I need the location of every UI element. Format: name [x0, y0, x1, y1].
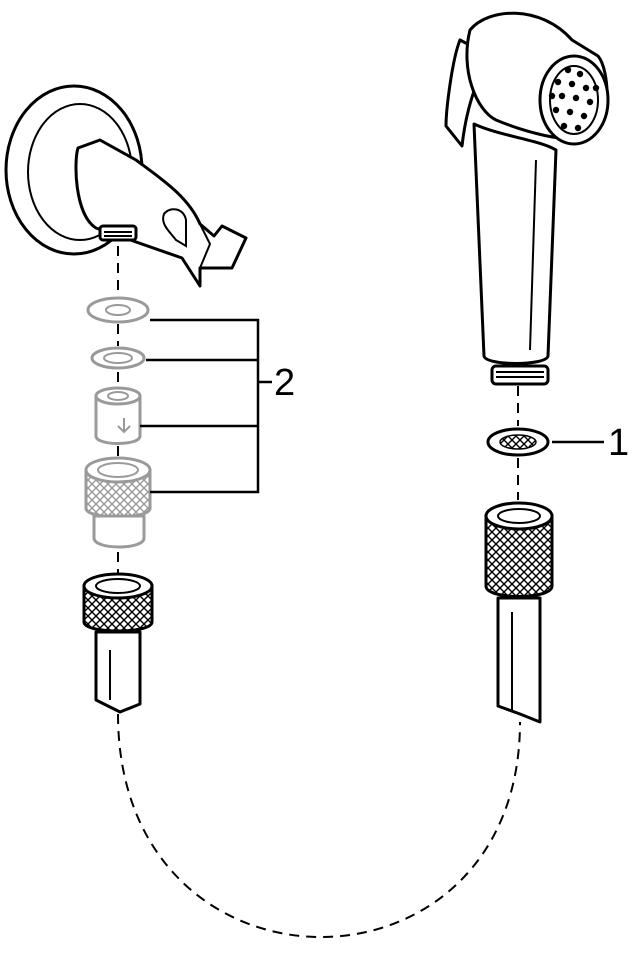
hand-shower-icon: [444, 11, 610, 386]
spray-nozzle-holes: [548, 66, 600, 132]
hose-loop-dashed: [117, 713, 521, 938]
shower-hose-icon: [484, 501, 554, 724]
callout-label-1: 1: [608, 422, 630, 464]
knurled-nut-icon: [84, 456, 152, 549]
callout-2-leaders: [140, 318, 272, 494]
washer-icon: [86, 296, 150, 324]
wall-holder-icon: [4, 84, 248, 288]
callout-label-2: 2: [274, 362, 296, 404]
washer-icon: [486, 427, 550, 457]
shower-hose-icon: [82, 572, 154, 714]
flow-restrictor-icon: [94, 386, 142, 445]
o-ring-icon: [90, 346, 146, 370]
